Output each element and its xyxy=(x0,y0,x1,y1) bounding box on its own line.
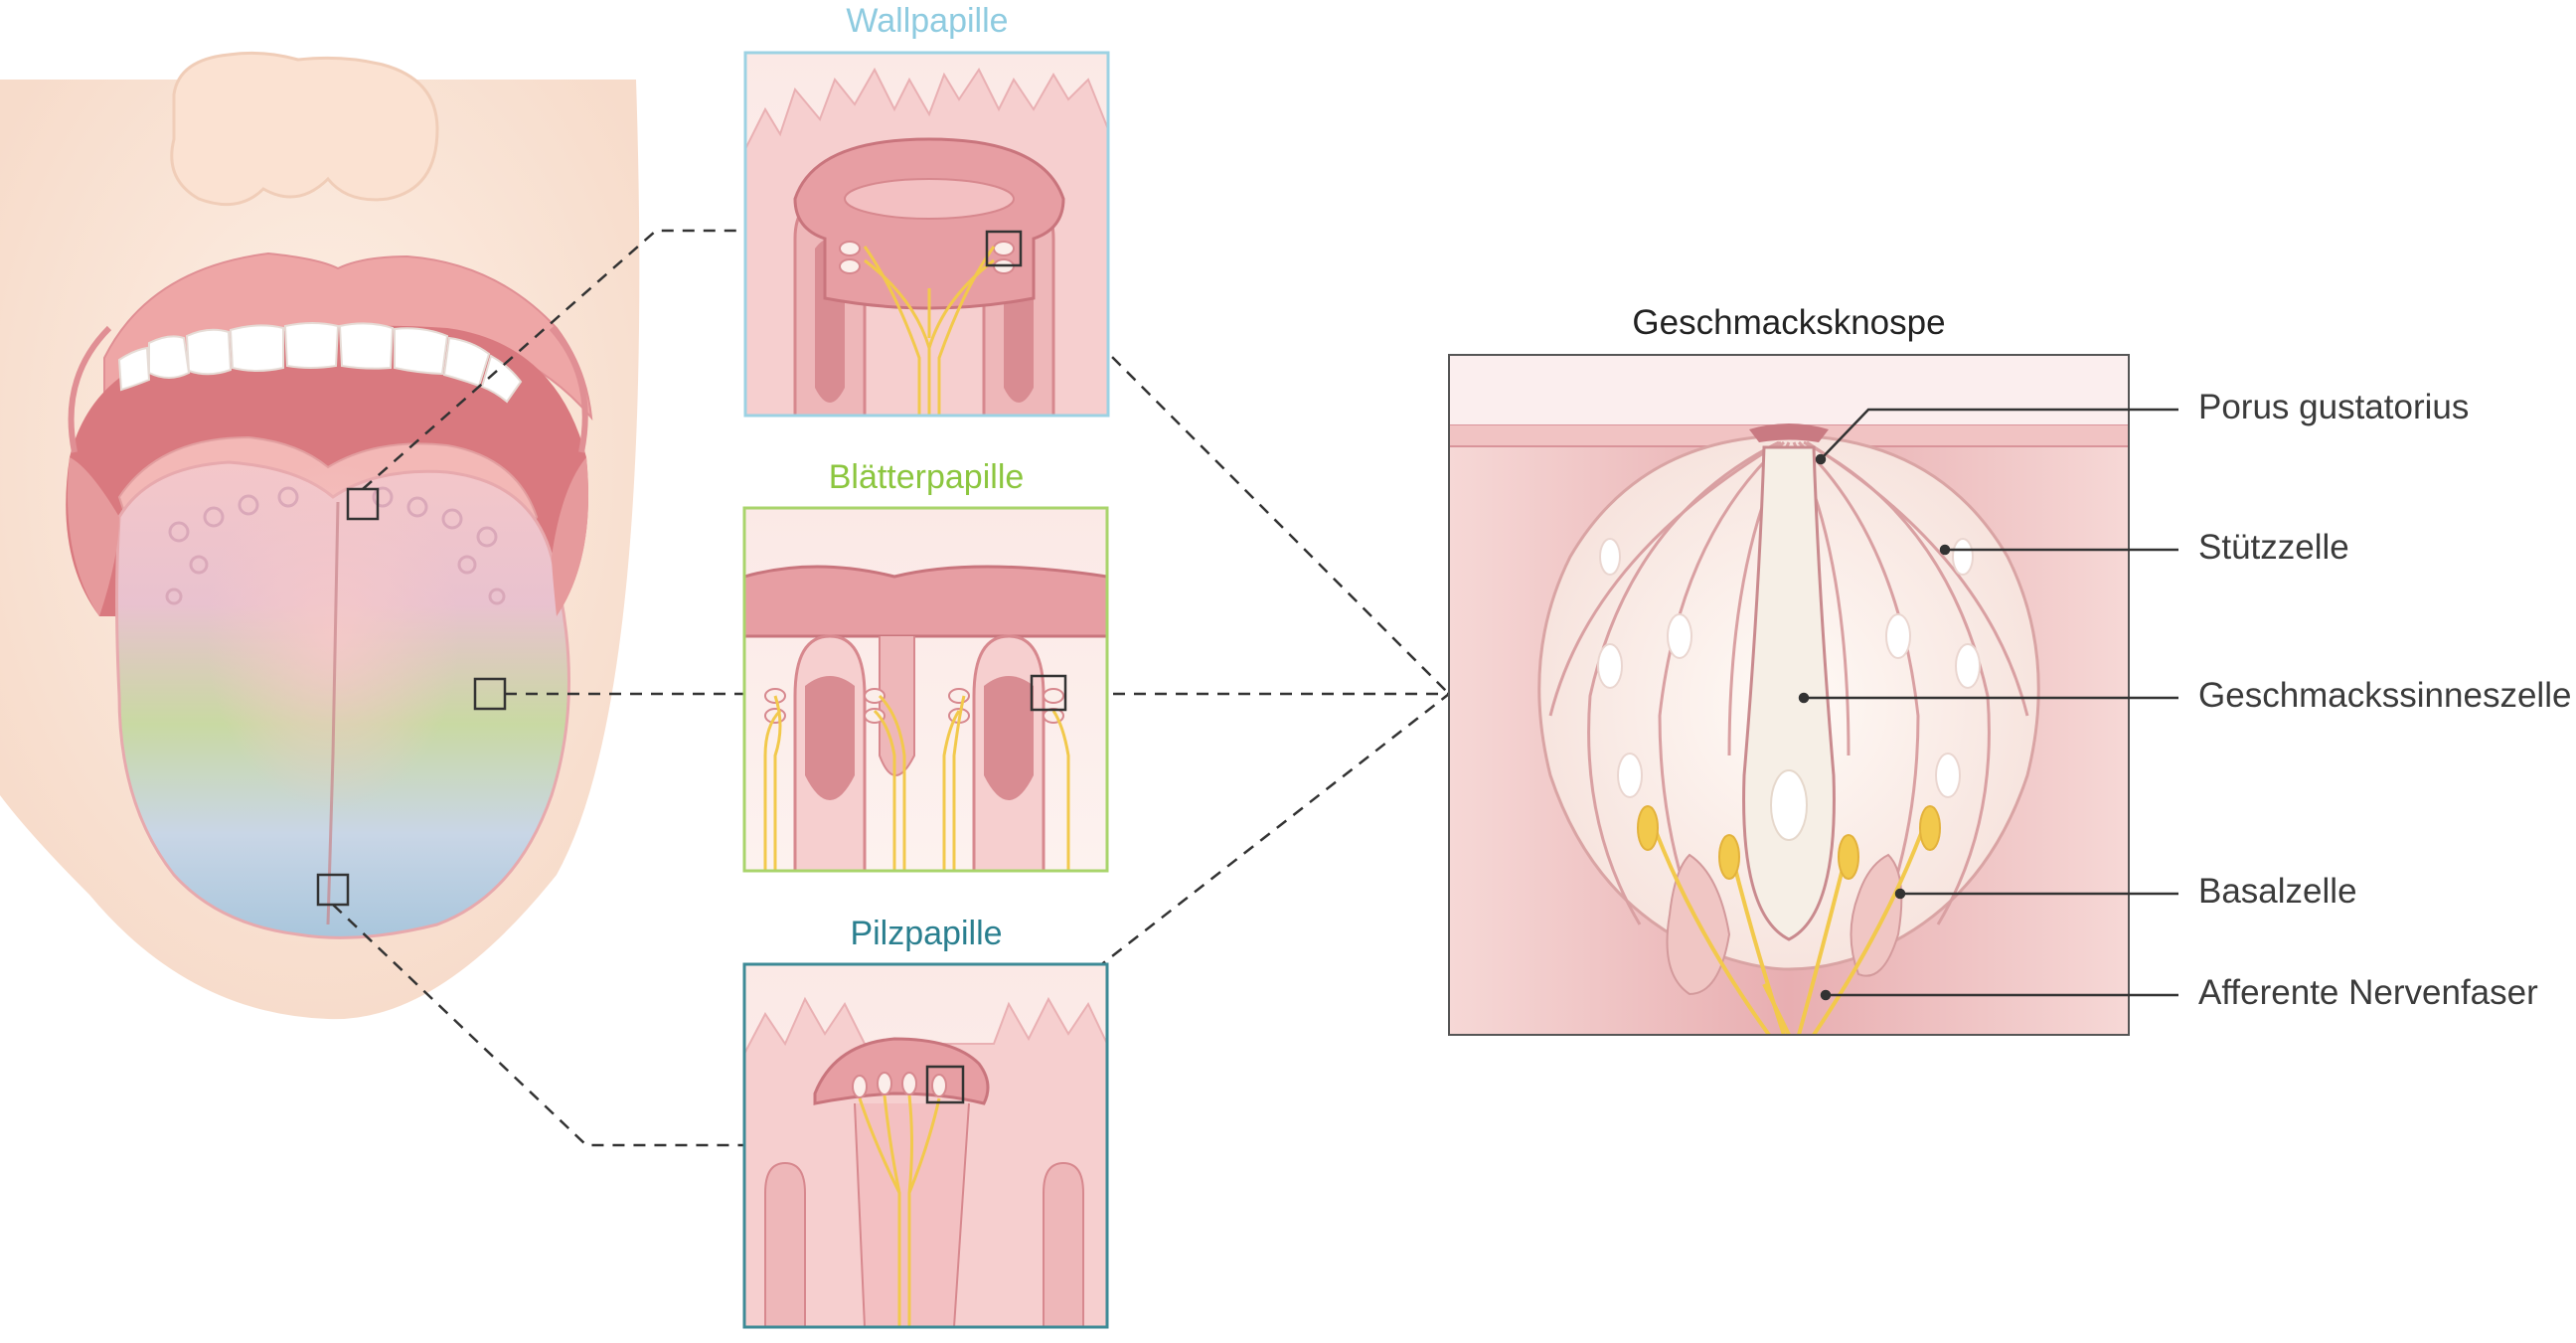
taste-bud-panel xyxy=(1448,354,2178,1036)
connector-lines xyxy=(332,229,1450,1147)
label-stuetzzelle: Stützzelle xyxy=(2198,528,2349,567)
pilzpapille-panel xyxy=(742,962,1109,1329)
blaetterpapille-title: Blätterpapille xyxy=(828,458,1025,496)
tongue-illustration xyxy=(0,51,640,1020)
label-basalzelle: Basalzelle xyxy=(2198,872,2357,911)
label-porus-gustatorius: Porus gustatorius xyxy=(2198,388,2470,426)
label-afferente-nervenfaser: Afferente Nervenfaser xyxy=(2198,973,2538,1012)
pilzpapille-title: Pilzpapille xyxy=(850,915,1003,952)
blaetterpapille-panel xyxy=(742,506,1109,873)
wallpapille-panel xyxy=(743,51,1110,418)
label-geschmackssinneszelle: Geschmackssinneszelle xyxy=(2198,676,2572,715)
bud-title: Geschmacksknospe xyxy=(1632,303,1946,342)
wallpapille-title: Wallpapille xyxy=(846,2,1009,40)
